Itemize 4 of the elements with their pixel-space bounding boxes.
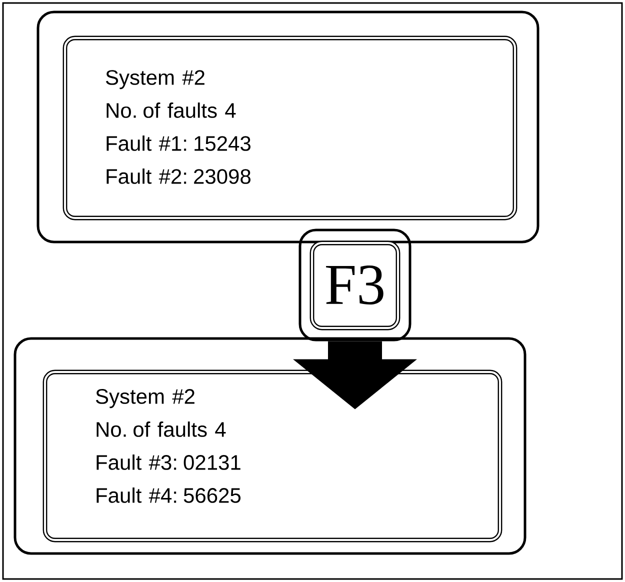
- arrow: [293, 341, 417, 410]
- display-screen: System #2 No. of faults 4 Fault #3: 02131 Fault #4: 56625: [14, 337, 526, 555]
- key-button: F3: [298, 228, 412, 342]
- display-screen: System #2 No. of faults 4 Fault #1: 15243 Fault #2: 23098: [36, 10, 540, 244]
